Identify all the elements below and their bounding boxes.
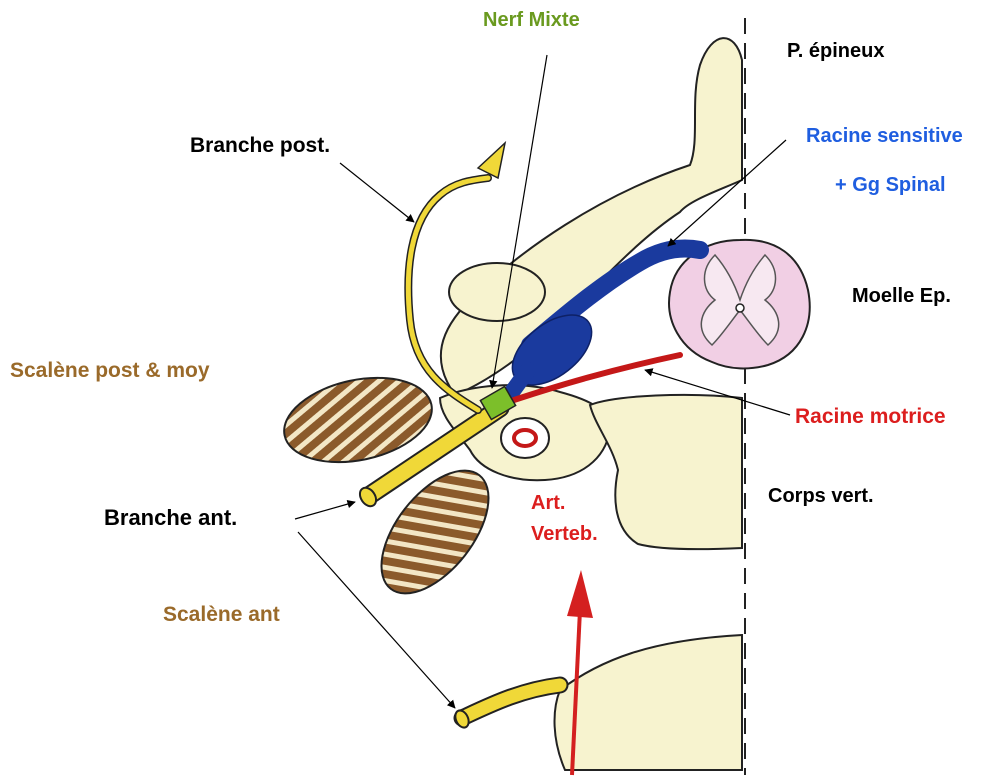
label-gg-spinal: + Gg Spinal [835, 175, 946, 195]
label-racine-sensitive: Racine sensitive [806, 126, 963, 146]
vertebral-body [590, 395, 742, 549]
lower-vertebra [555, 635, 742, 770]
vertebral-artery-arrowhead [567, 570, 593, 618]
label-scalene-ant: Scalène ant [163, 604, 280, 625]
label-racine-motrice: Racine motrice [795, 406, 946, 427]
label-p-epineux: P. épineux [787, 41, 884, 61]
label-scalene-post-moy: Scalène post & moy [10, 360, 210, 381]
articular-process [449, 263, 545, 321]
posterior-branch-arrowhead [478, 143, 505, 178]
label-art: Art. [531, 493, 565, 513]
vertebral-artery-section [514, 430, 536, 446]
central-canal [736, 304, 744, 312]
pointer-branche-ant-1 [295, 502, 355, 519]
label-verteb: Verteb. [531, 524, 598, 544]
label-branche-post: Branche post. [190, 135, 330, 156]
label-branche-ant: Branche ant. [104, 507, 237, 529]
label-moelle-ep: Moelle Ep. [852, 286, 951, 306]
label-nerf-mixte: Nerf Mixte [483, 10, 580, 30]
pointer-branche-post [340, 163, 414, 222]
label-corps-vert: Corps vert. [768, 486, 874, 506]
